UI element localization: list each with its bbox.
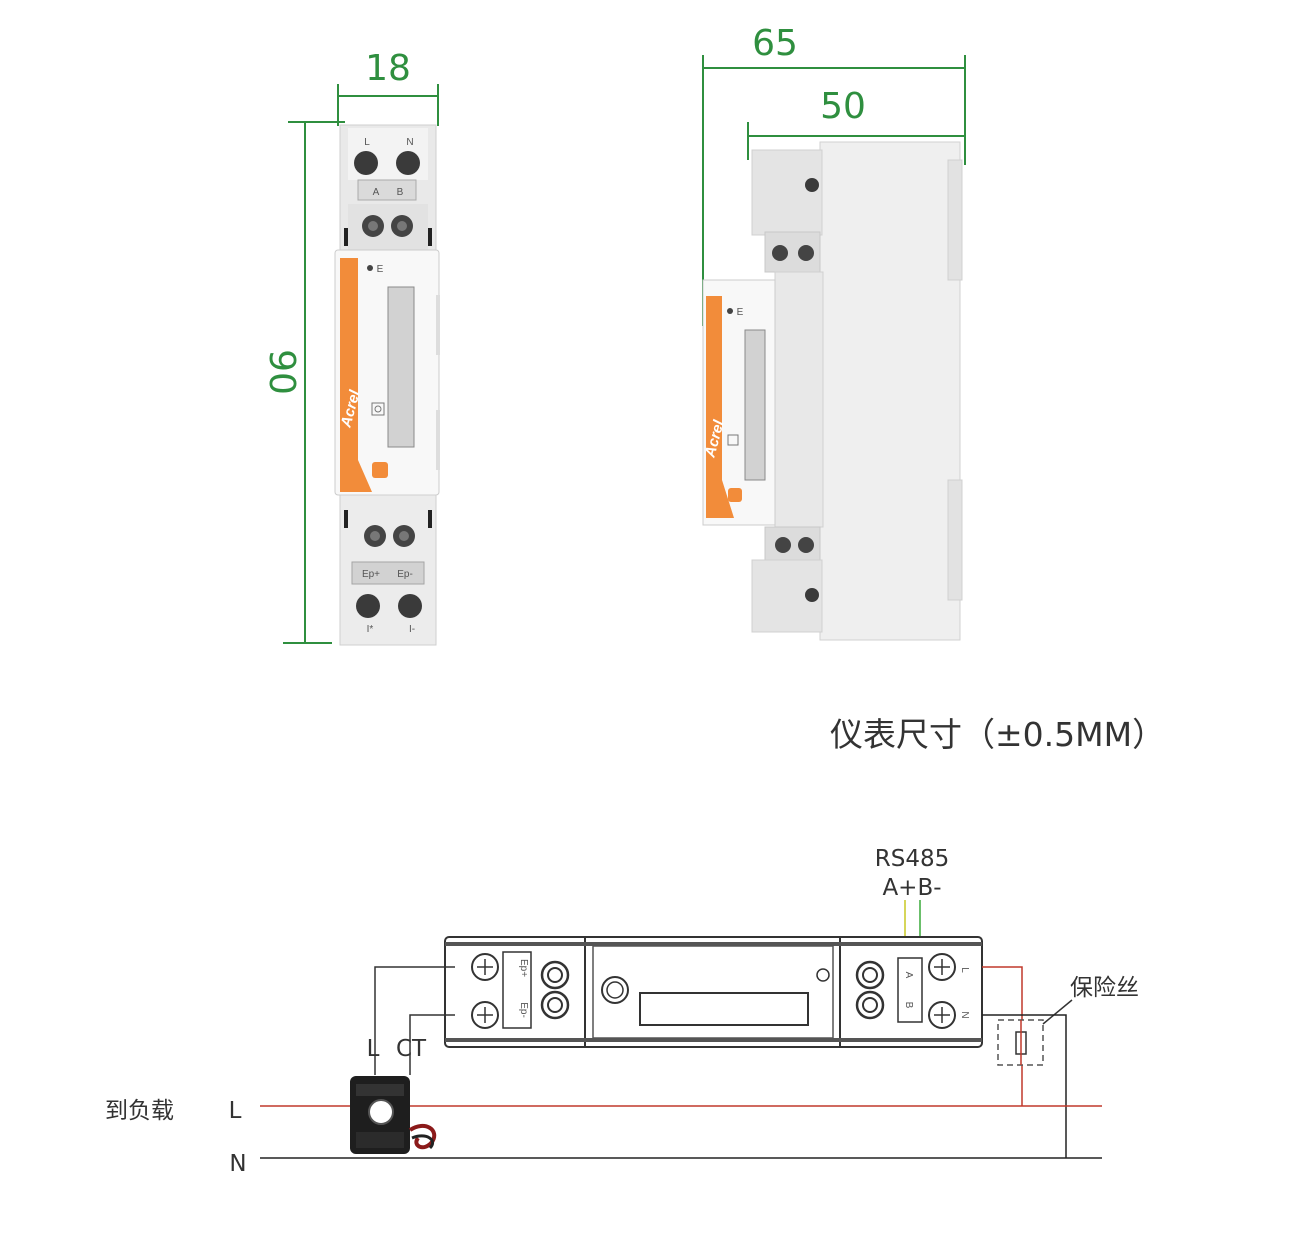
front-view: 18 90 L N A B Acrel E [261, 48, 440, 646]
fuse-leader-line [1042, 999, 1073, 1025]
ct-wire-ct [409, 1014, 455, 1075]
terminal-label-l: L [364, 137, 370, 148]
wiring-diagram: RS485 A+B- Ep+ Ep- A B [105, 846, 1139, 1177]
terminal-screw-icon [855, 990, 885, 1020]
height-dimension: 90 [261, 121, 345, 644]
wiring-label-ep-minus: Ep- [518, 1002, 529, 1018]
orange-badge-icon [372, 462, 388, 478]
screw-icon [356, 594, 380, 618]
fuse-label: 保险丝 [1070, 975, 1139, 1001]
terminal-screw-icon [540, 990, 570, 1020]
wiring-label-l: L [959, 967, 970, 973]
side-led-label-e: E [737, 307, 744, 318]
ct-l-label: L [367, 1036, 380, 1062]
width-dimension: 18 [337, 48, 439, 126]
ct-wire-l [374, 966, 455, 1075]
rs485-label-box [357, 179, 417, 201]
rear-housing [819, 141, 961, 641]
label-ep-minus: Ep- [397, 569, 413, 580]
pulse-label-box [351, 561, 425, 585]
button-icon [727, 434, 739, 446]
terminal-label-a: A [373, 187, 380, 198]
screw-icon [398, 594, 422, 618]
depth-body-dimension: 50 [747, 86, 965, 160]
ct-label: CT [396, 1036, 427, 1062]
line-n-label: N [229, 1151, 246, 1177]
led-indicator-icon [601, 976, 629, 1004]
screw-icon [354, 151, 378, 175]
wiring-label-a: A [903, 972, 914, 979]
screw-icon [772, 245, 788, 261]
terminal-label-n: N [406, 137, 413, 148]
screw-icon [775, 537, 791, 553]
current-transformer-icon [350, 1076, 437, 1154]
screw-icon [396, 151, 420, 175]
neutral-supply-wire [982, 1014, 1067, 1158]
terminal-screw-icon [540, 960, 570, 990]
width-value: 18 [365, 48, 411, 89]
button-icon [371, 402, 385, 416]
wiring-label-b: B [903, 1002, 914, 1009]
line-l-label: L [229, 1098, 242, 1124]
screw-icon [805, 588, 819, 602]
wiring-label-n: N [959, 1011, 970, 1018]
wiring-label-ep-plus: Ep+ [518, 959, 529, 977]
pulse-led-icon [816, 968, 830, 982]
led-label-e: E [377, 264, 384, 275]
depth-total-value: 65 [752, 23, 798, 64]
energy-led-icon [727, 308, 733, 314]
terminal-label-b: B [397, 187, 404, 198]
screw-icon [798, 245, 814, 261]
side-brand-strip [706, 296, 734, 518]
height-value: 90 [261, 349, 302, 395]
label-i-out: I- [409, 624, 415, 635]
screw-icon [805, 178, 819, 192]
energy-led-icon [367, 265, 373, 271]
brand-strip [340, 258, 372, 492]
side-view: 65 50 Acrel E [701, 23, 966, 641]
screw-icon [798, 537, 814, 553]
depth-body-value: 50 [820, 86, 866, 127]
terminal-screw-icon [855, 960, 885, 990]
wiring-lcd-display [639, 992, 809, 1026]
label-ep-plus: Ep+ [362, 569, 380, 580]
to-load-label: 到负载 [105, 1098, 174, 1124]
rs485-label: RS485 [875, 846, 949, 872]
label-i-in: I* [367, 624, 374, 635]
rs485-pins-label: A+B- [882, 875, 941, 901]
side-lcd-display [744, 329, 766, 481]
lcd-display [387, 286, 415, 448]
dimension-caption: 仪表尺寸（±0.5MM） [830, 715, 1165, 754]
orange-badge-icon [728, 488, 742, 502]
